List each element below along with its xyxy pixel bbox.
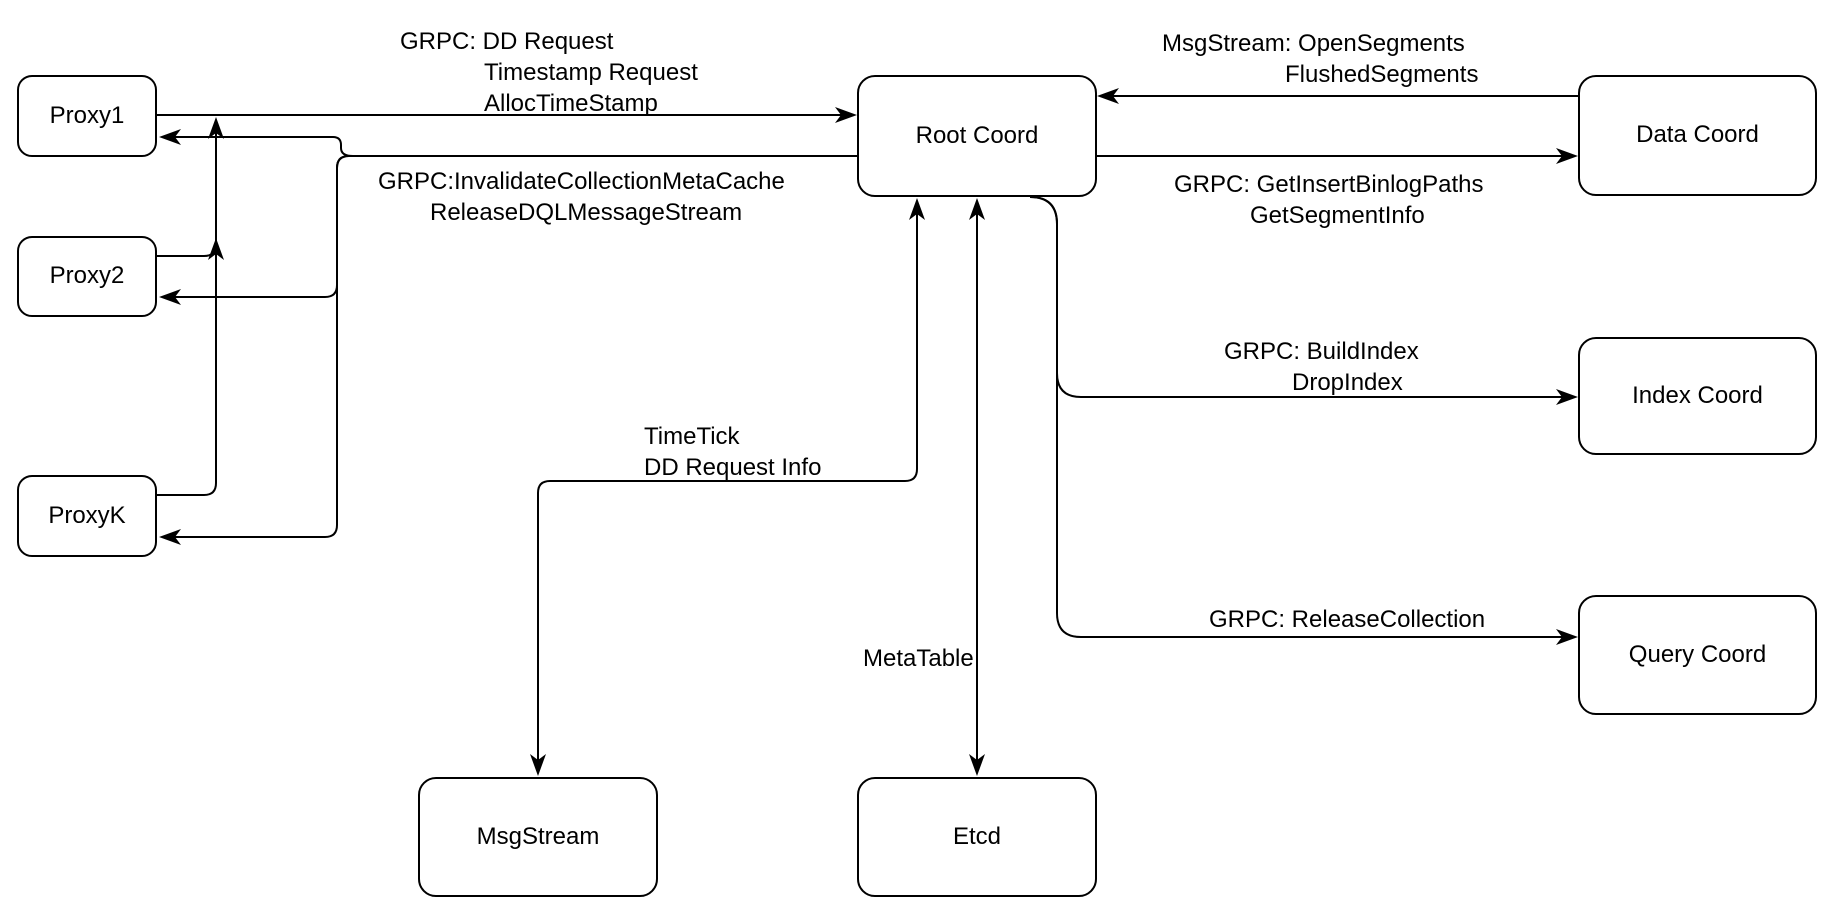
edge-rootcoord-to-querycoord-arrowhead — [1556, 629, 1578, 645]
label-rootcoord-msgstream-line1: TimeTick — [644, 423, 740, 450]
label-rootcoord-to-indexcoord-line2: DropIndex — [1292, 369, 1403, 396]
label-rootcoord-to-querycoord-line1: GRPC: ReleaseCollection — [1209, 606, 1486, 633]
label-rootcoord-to-proxies-line1: GRPC:InvalidateCollectionMetaCache — [378, 168, 785, 195]
edge-rootcoord-msgstream-line — [537, 201, 918, 772]
node-etcd-label: Etcd — [952, 822, 1002, 850]
node-querycoord[interactable]: Query Coord — [1578, 595, 1817, 715]
node-proxyk[interactable]: ProxyK — [17, 475, 157, 557]
edge-proxyk-up[interactable] — [157, 238, 224, 496]
node-etcd[interactable]: Etcd — [857, 777, 1097, 897]
edge-rootcoord-to-proxy1-arrowhead — [159, 129, 181, 145]
edge-rootcoord-to-proxy1[interactable] — [159, 129, 857, 157]
node-datacoord-label: Data Coord — [1636, 121, 1759, 149]
label-proxy1-to-rootcoord-line2: Timestamp Request — [484, 59, 698, 86]
edge-rootcoord-to-proxyk-arrowhead — [159, 529, 181, 545]
edge-proxyk-up-arrowhead — [208, 238, 224, 260]
edge-rootcoord-etcd-arrowhead-bottom — [969, 754, 985, 776]
label-rootcoord-to-datacoord-line2: GetSegmentInfo — [1250, 202, 1425, 229]
edge-proxy1-to-rootcoord[interactable] — [157, 107, 857, 123]
edge-rootcoord-to-proxy1-line — [162, 136, 857, 157]
node-rootcoord[interactable]: Root Coord — [857, 75, 1097, 197]
node-indexcoord-label: Index Coord — [1632, 381, 1763, 409]
edge-rootcoord-msgstream-arrowhead-bottom — [530, 754, 546, 776]
edge-rootcoord-etcd-arrowhead-top — [969, 198, 985, 220]
edge-rootcoord-to-proxyk-line — [162, 155, 857, 538]
label-rootcoord-msgstream-line2: DD Request Info — [644, 454, 822, 481]
edge-rootcoord-to-indexcoord-arrowhead — [1556, 389, 1578, 405]
edge-rootcoord-msgstream[interactable] — [530, 198, 925, 776]
node-indexcoord[interactable]: Index Coord — [1578, 337, 1817, 455]
edge-proxy2-up-line — [157, 121, 217, 257]
edge-datacoord-to-rootcoord-arrowhead — [1097, 88, 1119, 104]
label-rootcoord-to-proxies-line2: ReleaseDQLMessageStream — [430, 199, 743, 226]
edge-rootcoord-to-datacoord[interactable] — [1097, 148, 1578, 164]
node-datacoord[interactable]: Data Coord — [1578, 75, 1817, 196]
node-proxy1-label: Proxy1 — [49, 101, 125, 129]
node-proxy2-label: Proxy2 — [49, 262, 125, 290]
node-querycoord-label: Query Coord — [1628, 640, 1767, 668]
label-rootcoord-to-indexcoord-line1: GRPC: BuildIndex — [1224, 338, 1419, 365]
edge-rootcoord-to-querycoord-line — [1029, 196, 1574, 638]
label-rootcoord-to-datacoord-line1: GRPC: GetInsertBinlogPaths — [1174, 171, 1484, 198]
edge-rootcoord-to-querycoord[interactable] — [1029, 196, 1578, 645]
node-msgstream-label: MsgStream — [476, 822, 600, 850]
edge-rootcoord-to-proxyk[interactable] — [159, 155, 857, 545]
label-proxy1-to-rootcoord-line1: GRPC: DD Request — [400, 28, 614, 55]
edge-rootcoord-etcd[interactable] — [969, 198, 985, 776]
node-rootcoord-label: Root Coord — [915, 121, 1039, 149]
node-msgstream[interactable]: MsgStream — [418, 777, 658, 897]
label-proxy1-to-rootcoord-line3: AllocTimeStamp — [484, 90, 658, 117]
edge-datacoord-to-rootcoord[interactable] — [1097, 88, 1578, 104]
node-proxyk-label: ProxyK — [48, 501, 126, 529]
node-proxy2[interactable]: Proxy2 — [17, 236, 157, 317]
edge-proxy1-to-rootcoord-arrowhead — [835, 107, 857, 123]
label-datacoord-to-rootcoord-line2: FlushedSegments — [1285, 61, 1479, 88]
node-proxy1[interactable]: Proxy1 — [17, 75, 157, 157]
edge-proxy2-up-arrowhead — [208, 117, 224, 139]
label-datacoord-to-rootcoord-line1: MsgStream: OpenSegments — [1162, 30, 1465, 57]
edge-rootcoord-msgstream-arrowhead-top — [909, 198, 925, 220]
edge-proxyk-up-line — [157, 242, 217, 496]
edge-rootcoord-to-proxy2-arrowhead — [159, 289, 181, 305]
edge-rootcoord-to-datacoord-arrowhead — [1556, 148, 1578, 164]
label-rootcoord-etcd-line1: MetaTable — [863, 645, 974, 672]
